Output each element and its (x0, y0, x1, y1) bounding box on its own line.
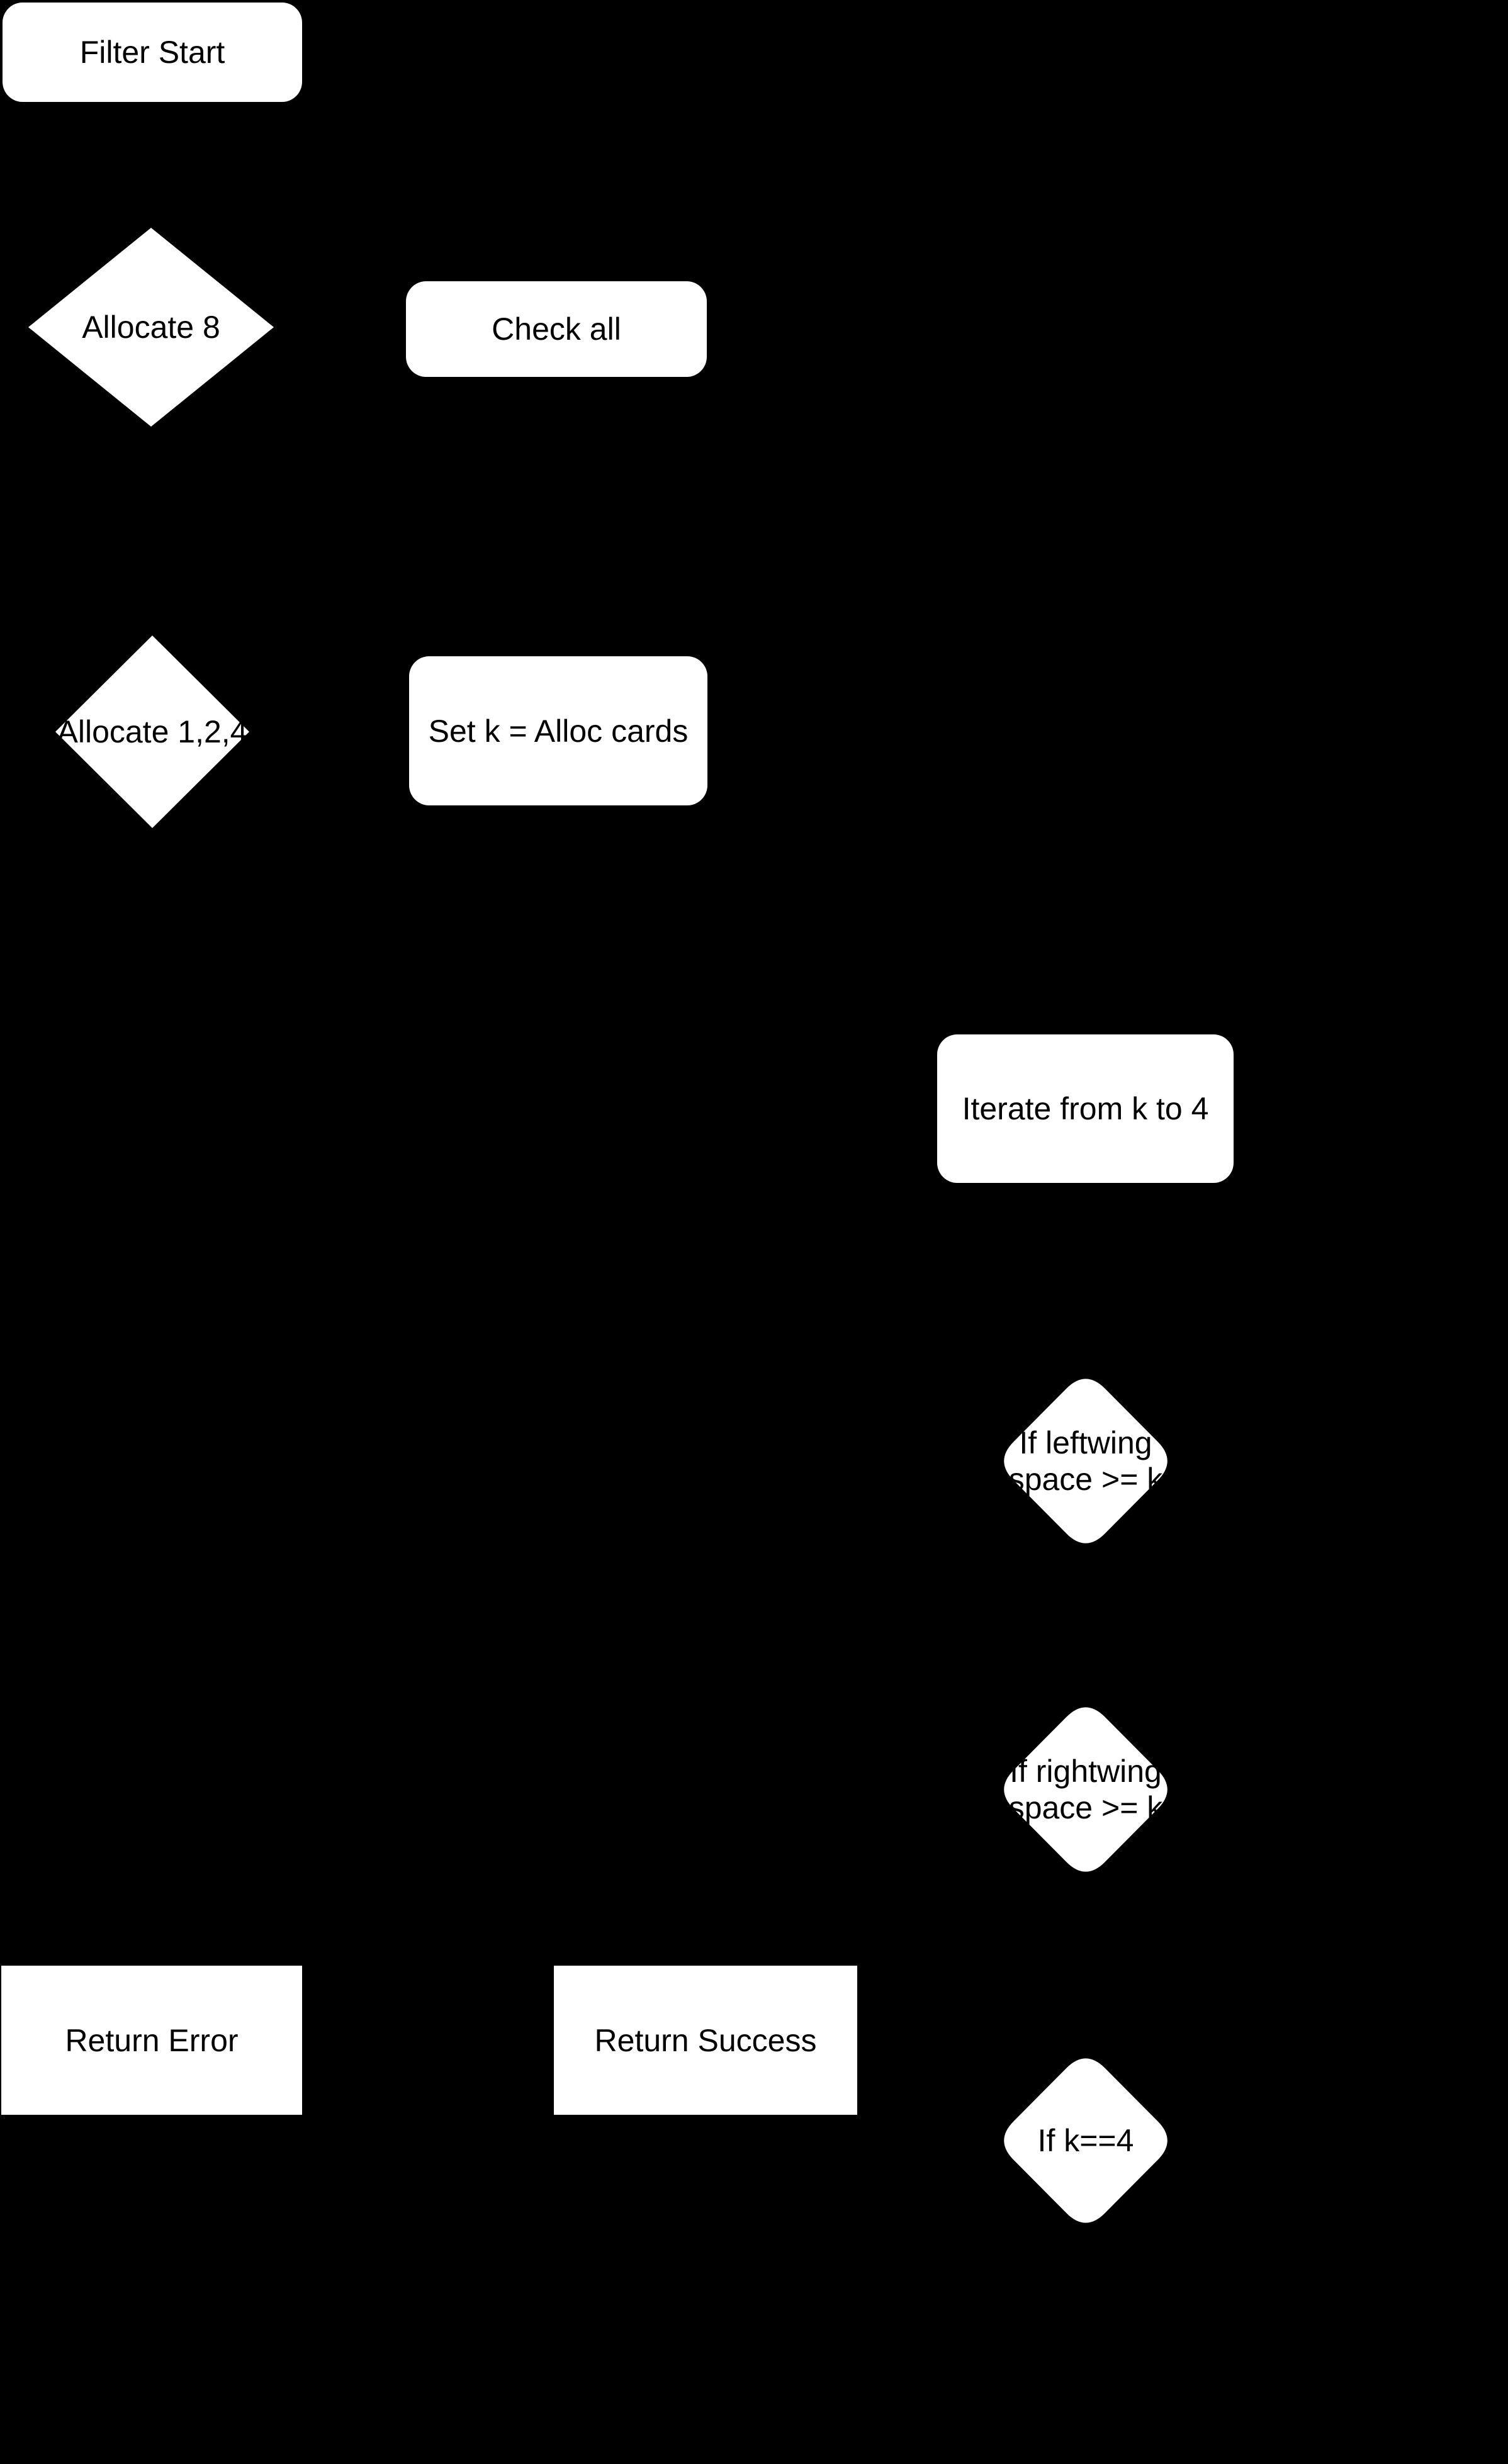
filter-start-shape (3, 3, 302, 102)
check-all-shape (406, 281, 707, 377)
node-return-error: Return Error (1, 1966, 302, 2115)
node-allocate-8: Allocate 8 (28, 228, 274, 427)
return-error-shape (1, 1966, 302, 2115)
node-if-rightwing-space: If rightwing space >= k (994, 1698, 1177, 1881)
node-filter-start: Filter Start (3, 3, 302, 102)
if-leftwing-space-shape (1004, 1379, 1168, 1543)
node-return-success: Return Success (554, 1966, 857, 2115)
node-iterate-from-k-to-4: Iterate from k to 4 (937, 1034, 1234, 1183)
node-allocate-1-2-4: Allocate 1,2,4 (55, 636, 249, 828)
node-if-k-equals-4: If k==4 (994, 2049, 1177, 2232)
iterate-from-k-to-4-shape (937, 1034, 1234, 1183)
node-if-leftwing-space: If leftwing space >= k (994, 1369, 1177, 1553)
set-k-alloc-cards-shape (409, 656, 707, 805)
if-rightwing-space-shape (1004, 1707, 1168, 1872)
allocate-1-2-4-shape (55, 636, 249, 828)
return-success-shape (554, 1966, 857, 2115)
if-k-equals-4-shape (1004, 2058, 1168, 2223)
node-set-k-alloc-cards: Set k = Alloc cards (409, 656, 707, 805)
node-check-all: Check all (406, 281, 707, 377)
allocate-8-shape (28, 228, 274, 427)
